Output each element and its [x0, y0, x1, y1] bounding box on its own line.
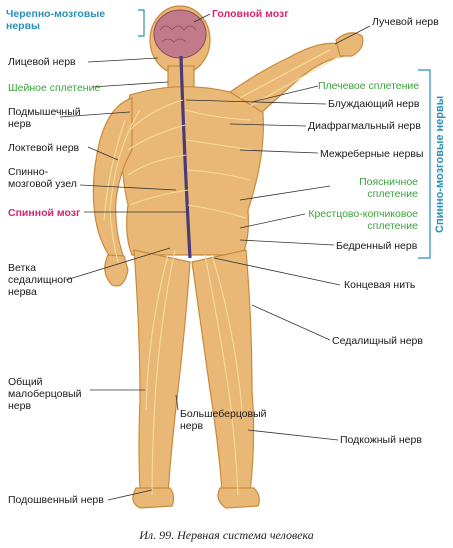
label-sacrococcygeal-plexus: Крестцово-копчиковое сплетение	[308, 208, 418, 232]
label-tibial-nerve: Большеберцовый нерв	[180, 408, 267, 432]
label-brain: Головной мозг	[212, 8, 289, 20]
leader-lines	[59, 13, 371, 501]
label-femoral-nerve: Бедренный нерв	[336, 240, 418, 252]
figure-caption: Ил. 99. Нервная система человека	[139, 528, 314, 542]
label-vagus-nerve: Блуждающий нерв	[328, 98, 420, 110]
label-axillary-nerve: Подмышечный нерв	[8, 106, 81, 130]
right-leg	[191, 249, 255, 493]
brain	[153, 9, 207, 59]
right-foot	[217, 487, 260, 509]
brain-folds	[159, 25, 197, 43]
spinal-nerves-bracket	[418, 69, 431, 259]
nerve-network	[103, 49, 341, 496]
left-foot	[132, 487, 175, 509]
label-spinal-nerves: Спинно-мозговые нервы	[434, 95, 446, 233]
label-phrenic-nerve: Диафрагмальный нерв	[308, 120, 421, 132]
label-saphenous-nerve: Подкожный нерв	[340, 434, 422, 446]
left-hand	[104, 254, 129, 287]
spinal-cord	[179, 55, 192, 259]
left-arm	[92, 97, 133, 261]
label-cranial-nerves: Черепно-мозговые нервы	[6, 8, 106, 32]
cranial-bracket	[138, 9, 145, 37]
label-radial-nerve: Лучевой нерв	[372, 16, 439, 28]
label-facial-nerve: Лицевой нерв	[8, 56, 76, 68]
label-sciatic-nerve: Седалищный нерв	[332, 335, 423, 347]
label-sciatic-branch: Ветка седалищного нерва	[8, 262, 73, 298]
label-spinal-cord: Спинной мозг	[8, 207, 81, 219]
label-common-peroneal: Общий малоберцовый нерв	[8, 376, 82, 412]
label-brachial-plexus: Плечевое сплетение	[318, 80, 420, 92]
label-plantar-nerve: Подошвенный нерв	[8, 494, 104, 506]
left-leg	[133, 249, 191, 493]
right-hand	[335, 32, 364, 57]
label-spinal-ganglion: Спинно-мозговой узел	[8, 166, 77, 190]
label-ulnar-nerve: Локтевой нерв	[8, 142, 80, 154]
label-lumbar-plexus: Поясничное сплетение	[359, 176, 418, 200]
label-terminal-filum: Концевая нить	[344, 279, 416, 291]
label-intercostal-nerves: Межреберные нервы	[320, 148, 424, 160]
label-cervical-plexus: Шейное сплетение	[8, 82, 101, 94]
